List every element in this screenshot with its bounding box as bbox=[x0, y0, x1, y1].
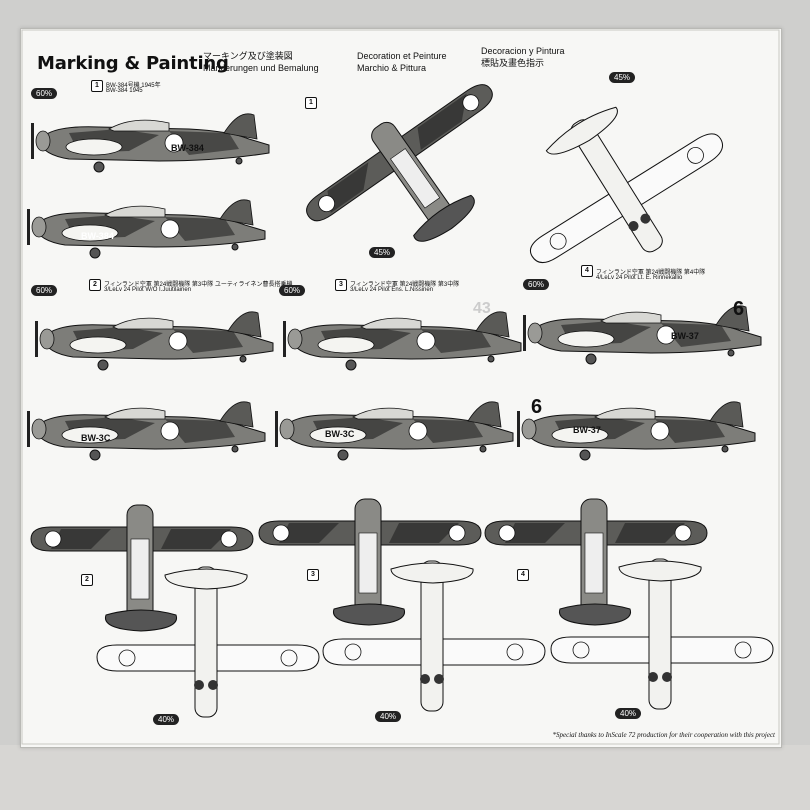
aircraft-side-view bbox=[34, 311, 274, 371]
aircraft-top-view bbox=[258, 498, 482, 626]
header-cn: 標貼及畫色指示 bbox=[481, 58, 545, 68]
aircraft-code: BW-3C bbox=[325, 429, 355, 439]
scheme-number-4: 4 bbox=[581, 265, 593, 277]
scheme-2-label-a: フィンランド空軍 第24戦闘機隊 第3中隊 ユーティライネン曹長搭乗機 bbox=[104, 282, 293, 288]
aircraft-code: BW-384 bbox=[171, 143, 204, 153]
paint-ratio-badge: 60% bbox=[279, 285, 306, 296]
aircraft-code: BW-37 bbox=[573, 425, 601, 435]
paint-ratio-badge: 60% bbox=[523, 279, 550, 290]
header-jp: マーキング及び塗装図 bbox=[203, 51, 293, 61]
aircraft-number: 6 bbox=[531, 396, 542, 418]
scheme-4-label-a: フィンランド空軍 第24戦闘機隊 第4中隊 bbox=[596, 270, 706, 276]
scheme-number-4-plan: 4 bbox=[517, 569, 529, 581]
aircraft-number: 43 bbox=[473, 300, 491, 317]
aircraft-side-view bbox=[26, 199, 266, 259]
aircraft-code: BW-3C bbox=[81, 433, 111, 443]
aircraft-top-view bbox=[288, 60, 544, 293]
aircraft-side-view bbox=[274, 401, 514, 461]
footer-credit: *Special thanks to InScale 72 production… bbox=[552, 731, 775, 739]
aircraft-number: 6 bbox=[733, 298, 744, 320]
aircraft-side-view bbox=[30, 113, 270, 173]
header-it: Marchio & Pittura bbox=[357, 63, 427, 73]
scheme-number-2: 2 bbox=[89, 279, 101, 291]
instruction-sheet: Marking & Painting マーキング及び塗装図 Markierung… bbox=[20, 28, 782, 748]
scheme-number-3: 3 bbox=[335, 279, 347, 291]
aircraft-bottom-view bbox=[483, 61, 753, 308]
scheme-1-label-b: BW-384 1945 bbox=[106, 88, 143, 94]
aircraft-side-view bbox=[282, 311, 522, 371]
aircraft-side-view bbox=[522, 305, 762, 365]
paint-ratio-badge: 60% bbox=[31, 285, 58, 296]
header-fr: Decoration et Peinture bbox=[357, 51, 447, 61]
aircraft-side-view bbox=[516, 401, 756, 461]
scheme-2-label-b: 3/LeLv 24 Pilot W/O I.Juutilainen bbox=[104, 287, 192, 293]
paint-ratio-badge: 45% bbox=[369, 247, 396, 258]
paint-ratio-badge: 40% bbox=[615, 708, 642, 719]
aircraft-code: BW-384 bbox=[81, 231, 114, 241]
paint-ratio-badge: 40% bbox=[153, 714, 180, 725]
header-es: Decoracion y Pintura bbox=[481, 46, 565, 56]
page-title: Marking & Painting bbox=[37, 53, 229, 74]
scheme-4-label-b: 4/LeLv 24 Pilot Lt. E. Rinnekallio bbox=[596, 275, 683, 281]
paint-ratio-badge: 60% bbox=[31, 88, 58, 99]
scheme-3-label-a: フィンランド空軍 第24戦闘機隊 第3中隊 bbox=[350, 282, 460, 288]
scheme-number-3-plan: 3 bbox=[307, 569, 319, 581]
scheme-3-label-b: 3/LeLv 24 Pilot Ens. L.Nissinen bbox=[350, 287, 434, 293]
aircraft-side-view bbox=[26, 401, 266, 461]
scheme-1-label-a: BW-384号機 1945年 bbox=[106, 83, 161, 89]
aircraft-top-view bbox=[30, 504, 254, 632]
scheme-number-1: 1 bbox=[91, 80, 103, 92]
aircraft-code: BW-37 bbox=[671, 331, 699, 341]
scheme-number-2-plan: 2 bbox=[81, 574, 93, 586]
aircraft-drawings: BW-384 BW-384 BW-3C BW-3C BW-37 BW-37 6 … bbox=[21, 29, 780, 745]
scheme-number-1-top: 1 bbox=[305, 97, 317, 109]
paint-ratio-badge: 45% bbox=[609, 72, 636, 83]
paint-ratio-badge: 40% bbox=[375, 711, 402, 722]
header-de: Markierungen und Bemalung bbox=[203, 63, 319, 73]
background-fabric bbox=[0, 745, 810, 810]
